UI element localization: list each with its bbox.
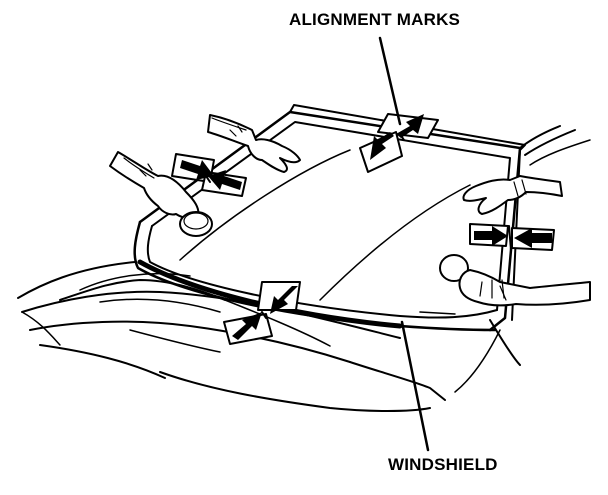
hand-upper-left bbox=[207, 114, 301, 173]
arrow-left-lower bbox=[208, 170, 242, 190]
alignment-arrows bbox=[180, 114, 552, 340]
leader-alignment-marks bbox=[378, 36, 402, 126]
applicator-sponge-left bbox=[179, 211, 213, 237]
leader-windshield bbox=[400, 320, 430, 452]
tape-cut-lines bbox=[205, 133, 512, 319]
arrow-top-lower bbox=[370, 132, 394, 160]
arrow-bottom-upper bbox=[270, 286, 298, 314]
hand-lower-left bbox=[109, 151, 213, 237]
arrow-right-outer bbox=[474, 226, 508, 246]
applicator-sponge-right bbox=[439, 254, 469, 282]
leader-lines bbox=[378, 36, 430, 452]
windshield-label: WINDSHIELD bbox=[388, 455, 498, 474]
arrow-left-upper bbox=[180, 160, 214, 180]
hand-lower-right bbox=[439, 254, 591, 307]
hand-upper-right bbox=[462, 175, 563, 215]
arrow-bottom-lower bbox=[232, 312, 262, 340]
alignment-marks-label: ALIGNMENT MARKS bbox=[289, 10, 461, 29]
arrow-top-upper bbox=[396, 114, 424, 138]
arrow-right-inner bbox=[514, 228, 552, 248]
hands bbox=[109, 114, 591, 307]
